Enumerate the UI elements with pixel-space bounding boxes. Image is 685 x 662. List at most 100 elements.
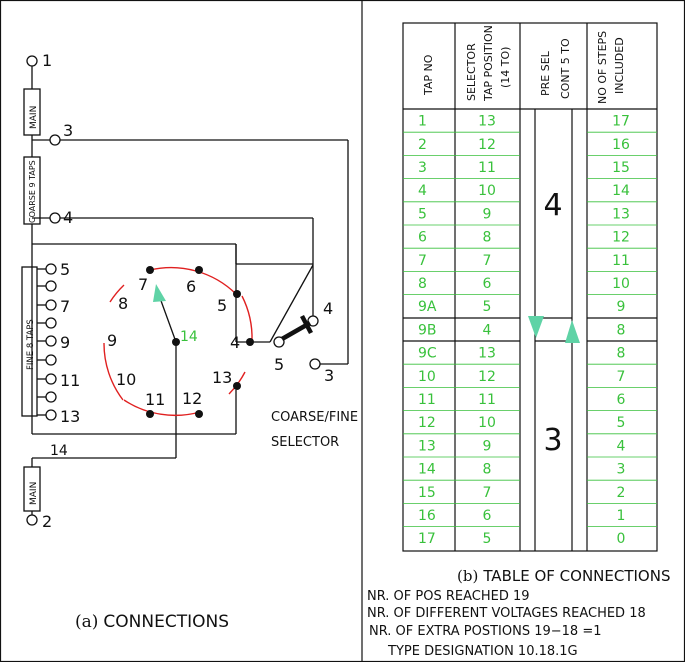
cell-tap-18: 16 [418, 508, 436, 524]
connections-caption: (a)CONNECTIONS [75, 612, 229, 632]
cell-sel-13: 11 [478, 392, 496, 408]
cell-steps-4: 14 [612, 183, 630, 199]
cell-tap-2: 2 [418, 137, 427, 153]
sel-num-12: 12 [182, 389, 202, 408]
sel-num-5: 5 [217, 296, 227, 315]
table-headers: TAP NO SELECTOR TAP POSITION (14 TO) PRE… [422, 25, 626, 104]
caption-b-text: TABLE OF CONNECTIONS [482, 567, 670, 585]
cell-tap-1: 1 [418, 114, 427, 130]
cell-steps-5: 13 [612, 206, 630, 222]
cell-steps-15: 4 [617, 438, 626, 454]
cell-tap-7: 7 [418, 253, 427, 269]
sel-num-4: 4 [230, 333, 240, 352]
terminal-4-circle [49, 212, 61, 224]
tap-label-7: 7 [60, 297, 70, 316]
header-presel-line2: CONT 5 TO [559, 38, 572, 99]
sel-num-11: 11 [145, 390, 165, 409]
header-selector-line1: SELECTOR [465, 43, 478, 101]
sel-num-7: 7 [138, 275, 148, 294]
cell-steps-12: 7 [617, 369, 626, 385]
header-steps-line1: NO OF STEPS [596, 31, 609, 104]
cell-sel-19: 5 [483, 531, 492, 547]
terminal-label-2: 2 [42, 512, 52, 531]
cell-tap-14: 12 [418, 415, 436, 431]
cell-steps-16: 3 [617, 462, 626, 478]
coarse-box-label: COARSE 9 TAPS [28, 160, 37, 223]
cell-sel-4: 10 [478, 183, 496, 199]
cell-tap-8: 8 [418, 276, 427, 292]
header-tap-no: TAP NO [422, 54, 435, 96]
cell-steps-11: 8 [617, 346, 626, 362]
cell-tap-9: 9A [418, 299, 437, 315]
terminal-3-circle [49, 134, 61, 146]
cell-steps-19: 0 [617, 531, 626, 547]
tap-label-5: 5 [60, 260, 70, 279]
header-presel-line1: PRE SEL [539, 50, 552, 96]
cell-tap-6: 6 [418, 230, 427, 246]
selector-arm [159, 297, 177, 343]
sel-num-6: 6 [186, 277, 196, 296]
cell-sel-8: 6 [483, 276, 492, 292]
tap-label-14: 14 [50, 443, 68, 459]
header-steps-line2: INCLUDED [613, 37, 626, 94]
cell-tap-15: 13 [418, 438, 436, 454]
terminal-2-circle [26, 514, 38, 526]
summary-notes: NR. OF POS REACHED 19 NR. OF DIFFERENT V… [367, 589, 646, 659]
note-voltages-reached: NR. OF DIFFERENT VOLTAGES REACHED 18 [367, 606, 646, 621]
cell-sel-3: 11 [478, 160, 496, 176]
main-box-top-label: MAIN [29, 106, 39, 129]
presel-upper-value: 4 [543, 188, 562, 223]
cell-steps-3: 15 [612, 160, 630, 176]
cell-sel-11: 13 [478, 346, 496, 362]
cell-sel-1: 13 [478, 114, 496, 130]
cell-sel-14: 10 [478, 415, 496, 431]
caption-b-prefix: (b) [457, 567, 478, 585]
cell-steps-7: 11 [612, 253, 630, 269]
cf-num-4: 4 [323, 299, 333, 318]
cf-num-5: 5 [274, 355, 284, 374]
cell-tap-13: 11 [418, 392, 436, 408]
cell-sel-15: 9 [483, 438, 492, 454]
cf-contact-5 [273, 336, 285, 348]
header-selector-line3: (14 TO) [499, 47, 512, 88]
terminal-label-1: 1 [42, 51, 52, 70]
cell-tap-5: 5 [418, 206, 427, 222]
cell-sel-2: 12 [478, 137, 496, 153]
presel-up-arrow-icon [565, 320, 580, 343]
presel-down-arrow-icon [528, 316, 544, 338]
table-row-lines [403, 131, 657, 527]
terminal-label-3: 3 [63, 121, 73, 140]
selector-contacts [146, 266, 254, 418]
connections-diagram [21, 55, 349, 526]
sel-num-8: 8 [118, 294, 128, 313]
cell-sel-10: 4 [483, 322, 492, 338]
cf-caption-line2: SELECTOR [271, 435, 339, 450]
cell-steps-14: 5 [617, 415, 626, 431]
connections-table [402, 22, 658, 552]
cell-steps-17: 2 [617, 485, 626, 501]
cell-steps-13: 6 [617, 392, 626, 408]
table-frame [402, 22, 658, 552]
cell-sel-6: 8 [483, 230, 492, 246]
table-caption: (b)TABLE OF CONNECTIONS [457, 567, 670, 585]
cell-sel-18: 6 [483, 508, 492, 524]
main-box-bottom-label: MAIN [29, 482, 39, 505]
cell-sel-7: 7 [483, 253, 492, 269]
caption-a-text: CONNECTIONS [103, 612, 229, 632]
tap-label-11: 11 [60, 371, 80, 390]
cell-tap-19: 17 [418, 531, 436, 547]
caption-a-prefix: (a) [75, 612, 98, 632]
sel-num-13: 13 [212, 368, 232, 387]
cell-steps-10: 8 [617, 322, 626, 338]
cf-num-3: 3 [324, 366, 334, 385]
cell-tap-12: 10 [418, 369, 436, 385]
sel-num-10: 10 [116, 370, 136, 389]
cell-steps-1: 17 [612, 114, 630, 130]
cell-tap-17: 15 [418, 485, 436, 501]
terminal-label-4: 4 [63, 208, 73, 227]
tap-label-13: 13 [60, 407, 80, 426]
selector-arrow-icon [153, 284, 166, 302]
cell-tap-3: 3 [418, 160, 427, 176]
cell-sel-9: 5 [483, 299, 492, 315]
